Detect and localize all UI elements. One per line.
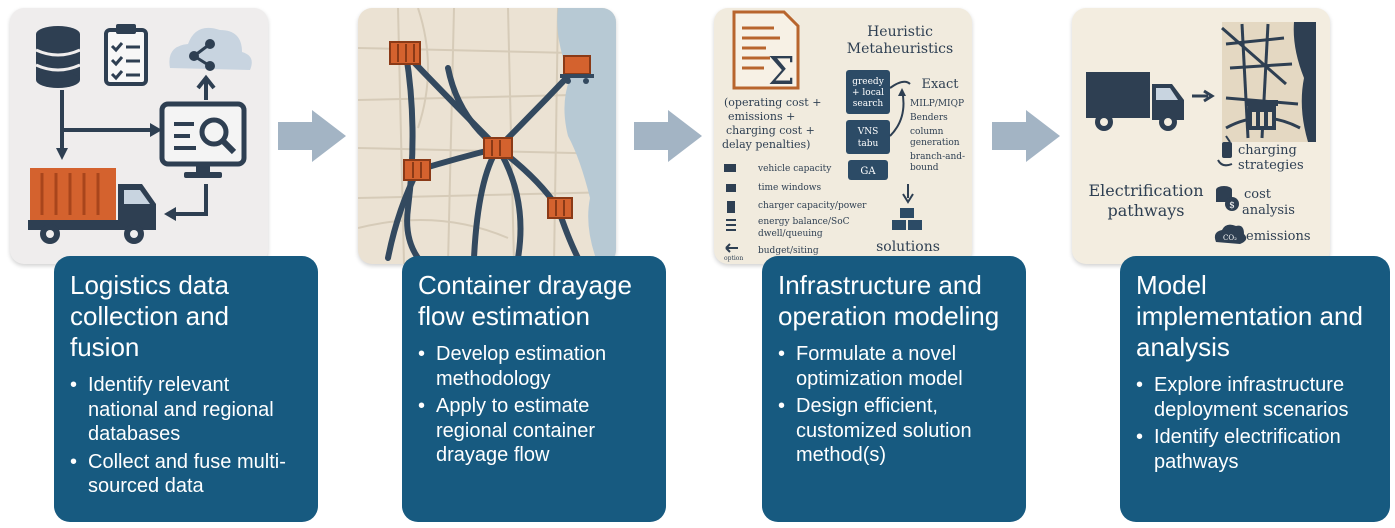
stage-4-card: Model implementation and analysis Explor… <box>1120 256 1390 522</box>
container-truck-icon <box>28 168 156 244</box>
exact-title: Exact <box>921 77 959 92</box>
stage-2-bullet-2: Apply to estimate regional container dra… <box>418 394 650 468</box>
constraint-4: energy balance/SoC <box>758 217 850 227</box>
svg-text:greedy: greedy <box>852 77 884 87</box>
stage-1-bullet-2: Collect and fuse multi-sourced data <box>70 450 302 499</box>
item-1-line-1: charging <box>1238 143 1297 158</box>
stage-3-illustration: Σ (operating cost + emissions + charging… <box>714 8 972 264</box>
stage-3-bullets: Formulate a novel optimization model Des… <box>778 342 1010 468</box>
stage-1-card: Logistics data collection and fusion Ide… <box>54 256 318 522</box>
map-icon <box>358 8 616 264</box>
stage-1-bullet-1: Identify relevant national and regional … <box>70 373 302 447</box>
exact-method-1: MILP/MIQP <box>910 99 964 109</box>
svg-text:tabu: tabu <box>858 139 879 149</box>
charger-mini-icon <box>727 201 735 213</box>
container-icon <box>483 137 513 159</box>
cloud-share-icon <box>169 27 252 100</box>
stage-2-bullet-1: Develop estimation methodology <box>418 342 650 391</box>
city-map-icon <box>1221 22 1316 142</box>
stage-2-title: Container drayage flow estimation <box>418 270 632 331</box>
option-label: option <box>724 255 743 262</box>
item-1-line-2: strategies <box>1238 158 1304 173</box>
svg-text:Σ: Σ <box>768 49 795 93</box>
stage-4-bullet-1: Explore infrastructure deployment scenar… <box>1136 373 1374 422</box>
flow-arrow-1-icon <box>278 110 346 162</box>
stage-2-bullets: Develop estimation methodology Apply to … <box>418 342 650 468</box>
monitor-search-icon <box>159 101 247 178</box>
svg-text:analysis: analysis <box>1242 203 1295 218</box>
objective-document-icon: Σ <box>732 10 800 93</box>
flow-arrow-2-icon <box>634 110 702 162</box>
rail-container-icon <box>560 55 594 84</box>
pathways-line-1: Electrification <box>1088 181 1203 200</box>
stage-4-illustration: charging strategies $ cost analysis CO₂ … <box>1072 8 1330 264</box>
objective-text: (operating cost + emissions + charging c… <box>722 96 825 151</box>
heuristic-box-3 <box>848 160 888 180</box>
constraint-6: budget/siting <box>758 246 819 256</box>
stage-4-bullets: Explore infrastructure deployment scenar… <box>1136 373 1374 474</box>
stage-4-bullet-2: Identify electrification pathways <box>1136 425 1374 474</box>
stage-2-illustration <box>358 8 616 264</box>
truck-mini-icon <box>724 164 736 172</box>
svg-text:branch-and-: branch-and- <box>910 152 965 162</box>
cost-coins-icon: $ <box>1216 186 1239 211</box>
stage-1-illustration <box>10 8 268 264</box>
flow-arrow-3-icon <box>992 110 1060 162</box>
item-3: emissions <box>1246 229 1311 244</box>
co2-cloud-icon: CO₂ <box>1214 224 1247 244</box>
container-icon <box>547 197 573 219</box>
stage-4-title: Model implementation and analysis <box>1136 270 1363 362</box>
heuristic-title-line-2: Metaheuristics <box>847 41 953 57</box>
container-icon <box>403 159 431 181</box>
checklist-icon <box>104 24 148 86</box>
svg-text:VNS: VNS <box>857 127 879 137</box>
heuristic-box-3-label: GA <box>860 166 876 177</box>
stage-1-bullets: Identify relevant national and regional … <box>70 373 302 499</box>
database-icon <box>35 26 81 88</box>
svg-text:bound: bound <box>910 163 939 173</box>
svg-text:generation: generation <box>910 138 960 148</box>
stage-3-card: Infrastructure and operation modeling Fo… <box>762 256 1026 522</box>
stage-3-bullet-2: Design efficient, customized solution me… <box>778 394 1010 468</box>
heuristic-box-2 <box>846 120 890 154</box>
solutions-blocks-icon <box>892 208 922 230</box>
stage-2-card: Container drayage flow estimation Develo… <box>402 256 666 522</box>
constraint-3: charger capacity/power <box>758 201 867 211</box>
svg-text:search: search <box>853 99 884 109</box>
svg-text:+ local: + local <box>852 88 884 98</box>
pathways-line-2: pathways <box>1108 201 1185 220</box>
svg-text:column: column <box>910 127 944 137</box>
exact-method-2: Benders <box>910 113 948 123</box>
co2-symbol: CO₂ <box>1223 234 1237 242</box>
stage-3-title: Infrastructure and operation modeling <box>778 270 1000 331</box>
constraint-5: dwell/queuing <box>758 229 823 239</box>
container-icon <box>389 41 421 65</box>
heuristic-box-1 <box>846 70 890 114</box>
store-mini-icon <box>726 184 736 192</box>
list-mini-icon <box>726 219 736 231</box>
svg-text:cost: cost <box>1244 187 1272 202</box>
charging-station-icon <box>1217 135 1233 167</box>
solutions-label: solutions <box>876 239 940 255</box>
cost-symbol: $ <box>1229 201 1235 211</box>
heuristic-title-line-1: Heuristic <box>867 24 933 40</box>
swap-mini-icon <box>725 243 738 253</box>
constraint-1: vehicle capacity <box>757 164 832 174</box>
constraint-2: time windows <box>758 183 821 193</box>
electric-truck-icon <box>1086 72 1184 131</box>
stage-1-title: Logistics data collection and fusion <box>70 270 229 362</box>
stage-3-bullet-1: Formulate a novel optimization model <box>778 342 1010 391</box>
